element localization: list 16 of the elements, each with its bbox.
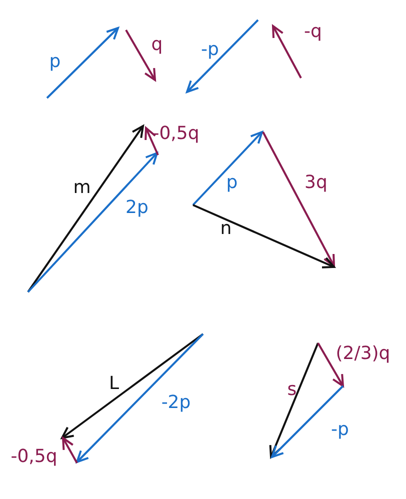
vector-label: (2/3)q xyxy=(336,345,390,363)
vector-label: -p xyxy=(331,421,349,439)
vector-label: -0,5q xyxy=(10,448,58,466)
vector-label: p xyxy=(226,174,238,192)
vector-label: L xyxy=(108,375,120,393)
vector-label: 2p xyxy=(126,199,148,217)
vector-label: n xyxy=(220,220,232,238)
vector-label: -0,5q xyxy=(152,125,200,143)
vector-label: 3q xyxy=(304,174,328,192)
vector-label: s xyxy=(287,381,297,399)
vector-label: -2p xyxy=(161,394,191,412)
vector-label: m xyxy=(73,179,91,197)
vector-label: -p xyxy=(201,41,219,59)
vector-label: p xyxy=(49,53,61,71)
vector-label: -q xyxy=(304,23,322,41)
vector-label: q xyxy=(151,36,163,54)
